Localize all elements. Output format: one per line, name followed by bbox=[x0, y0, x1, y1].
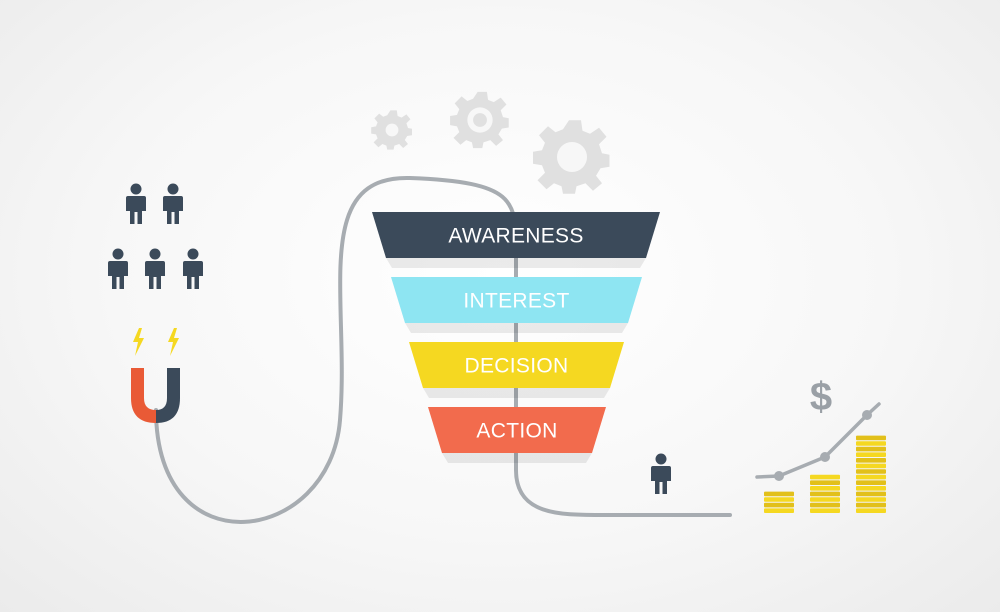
coin-stack-icon bbox=[764, 491, 794, 513]
coin bbox=[856, 469, 886, 474]
coin bbox=[856, 497, 886, 502]
coin bbox=[810, 497, 840, 502]
coin bbox=[810, 502, 840, 508]
gear-icon bbox=[371, 110, 412, 150]
magnet-icon bbox=[131, 368, 180, 423]
growth-chart-icon: $ bbox=[755, 375, 886, 513]
coin bbox=[810, 491, 840, 497]
funnel-stage-action: ACTION bbox=[428, 407, 606, 463]
funnel-stage-band bbox=[409, 342, 624, 388]
gear-icon bbox=[533, 120, 610, 194]
funnel-stage-shadow bbox=[442, 453, 592, 463]
spark-icons bbox=[133, 328, 179, 356]
sales-funnel: AWARENESS INTEREST DECISION ACTION bbox=[372, 212, 660, 463]
people-group-icon bbox=[108, 183, 203, 289]
coin bbox=[764, 508, 794, 513]
coin bbox=[810, 474, 840, 480]
coin bbox=[856, 441, 886, 446]
funnel-stage-shadow bbox=[386, 258, 646, 268]
coin-stack-icon bbox=[856, 435, 886, 513]
spark-icon bbox=[168, 328, 179, 356]
funnel-stage-band bbox=[391, 277, 642, 323]
coin bbox=[856, 491, 886, 497]
funnel-stage-shadow bbox=[423, 388, 610, 398]
gear-icon bbox=[450, 91, 509, 149]
funnel-stage-band bbox=[372, 212, 660, 258]
gears bbox=[371, 91, 610, 194]
coin bbox=[856, 446, 886, 452]
funnel-stage-label: ACTION bbox=[476, 420, 557, 443]
dollar-icon: $ bbox=[810, 375, 832, 419]
coin bbox=[764, 497, 794, 502]
coin bbox=[810, 486, 840, 491]
coin bbox=[856, 486, 886, 491]
coin bbox=[856, 480, 886, 485]
person-icon bbox=[651, 453, 671, 494]
coin bbox=[856, 508, 886, 513]
coin bbox=[810, 480, 840, 485]
funnel-stage-label: DECISION bbox=[465, 355, 569, 378]
flow-line bbox=[154, 175, 732, 524]
funnel-stage-awareness: AWARENESS bbox=[372, 212, 660, 268]
coin bbox=[856, 452, 886, 457]
coin bbox=[764, 502, 794, 508]
coin bbox=[764, 491, 794, 497]
coin bbox=[856, 502, 886, 508]
funnel-stage-band bbox=[428, 407, 606, 453]
funnel-stage-decision: DECISION bbox=[409, 342, 624, 398]
coin bbox=[856, 435, 886, 441]
coin bbox=[856, 458, 886, 463]
coin bbox=[810, 508, 840, 513]
coin bbox=[856, 474, 886, 480]
funnel-stage-label: AWARENESS bbox=[448, 225, 583, 248]
funnel-stage-shadow bbox=[405, 323, 628, 333]
funnel-stage-label: INTEREST bbox=[463, 290, 569, 313]
funnel-stage-interest: INTEREST bbox=[391, 277, 642, 333]
coin-stack-icon bbox=[810, 474, 840, 513]
spark-icon bbox=[133, 328, 144, 356]
coin bbox=[856, 463, 886, 469]
